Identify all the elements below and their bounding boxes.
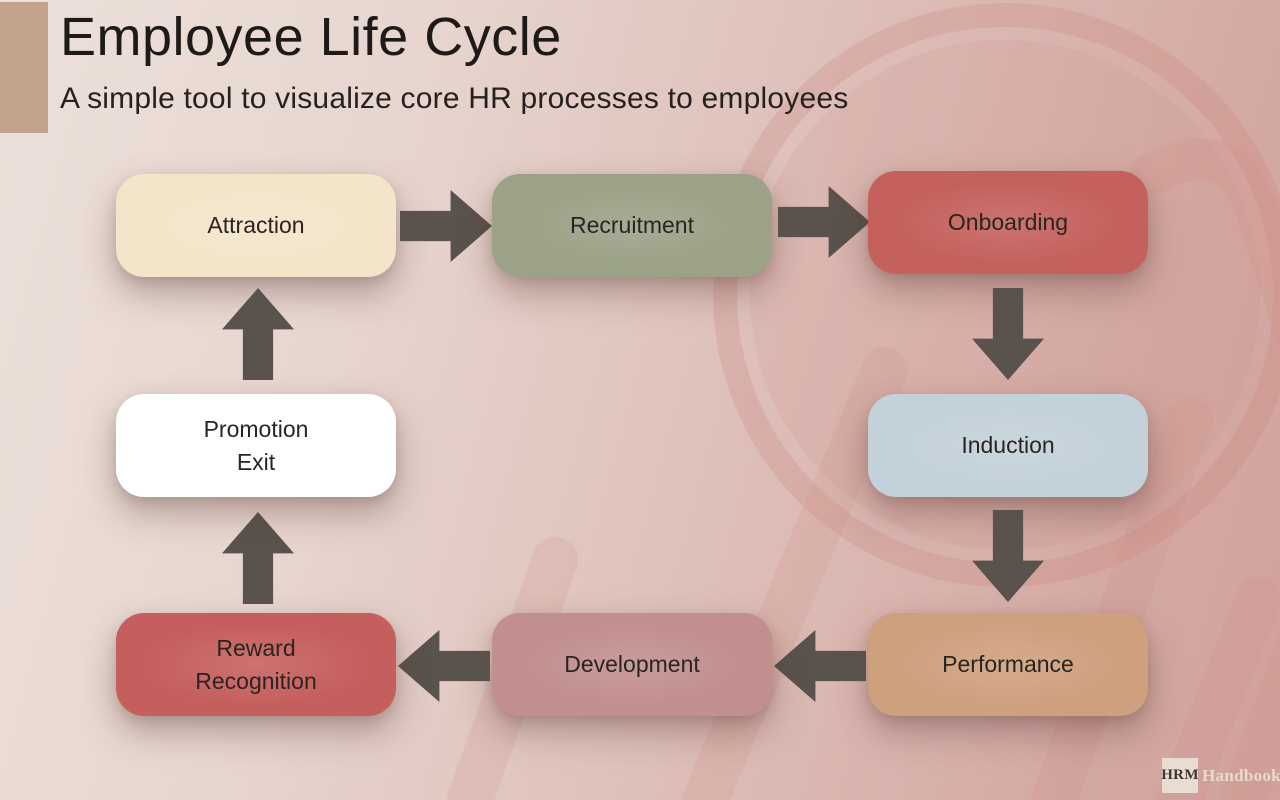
logo-wordmark: Handbook [1202,765,1280,785]
node-label-line2: Recognition [195,667,317,694]
node-promotion-exit: Promotion Exit [116,394,396,497]
page-subtitle: A simple tool to visualize core HR proce… [60,82,849,115]
arrow-reward-to-promotion [222,512,294,604]
logo-mark: HRM [1161,758,1198,793]
node-onboarding: Onboarding [868,171,1148,274]
arrow-attraction-to-recruitment [400,190,492,262]
arrow-induction-to-performance [972,510,1044,602]
arrow-promotion-to-attraction [222,288,294,380]
node-label: Reward [216,634,296,661]
node-reward-recognition: Reward Recognition [116,613,396,716]
node-recruitment: Recruitment [492,174,772,277]
accent-bar [0,2,48,133]
node-induction: Induction [868,394,1148,497]
node-label: Recruitment [570,212,694,238]
arrow-development-to-reward [398,630,490,702]
arrow-recruitment-to-onboarding [778,186,870,258]
node-label: Onboarding [947,209,1069,235]
arrow-onboarding-to-induction [972,288,1044,380]
node-label: Development [564,651,700,677]
node-label: Induction [961,432,1055,458]
node-label-line2: Exit [236,448,276,475]
node-performance: Performance [868,613,1148,716]
brand-logo: HRM Handbook [1161,758,1280,793]
node-label: Performance [942,651,1074,677]
node-development: Development [492,613,772,716]
node-attraction: Attraction [116,174,396,277]
node-label: Promotion [203,415,309,442]
page-title: Employee Life Cycle [60,7,562,67]
arrow-performance-to-development [774,630,866,702]
node-label: Attraction [207,212,305,238]
